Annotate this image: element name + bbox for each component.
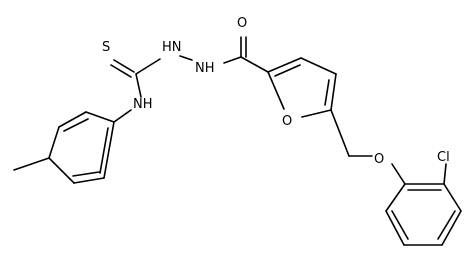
chlorophenyl-ring-bonds bbox=[385, 163, 462, 246]
hydrazide-nh-label: NH bbox=[195, 61, 215, 76]
thioamide-nh-label: HN bbox=[162, 40, 182, 55]
tolyl-ring-bonds bbox=[13, 111, 115, 184]
furan-oxygen-label: O bbox=[282, 114, 292, 129]
aryl-nh-label: NH bbox=[133, 97, 153, 112]
carbonyl-oxygen-label: O bbox=[237, 16, 247, 31]
chlorine-label: Cl bbox=[437, 150, 450, 165]
ether-oxygen-label: O bbox=[374, 152, 384, 167]
thiourea-bonds bbox=[110, 36, 269, 123]
atom-labels: S HN NH NH O O O Cl bbox=[102, 16, 450, 167]
sulfur-label: S bbox=[102, 40, 110, 55]
furan-ring-bonds bbox=[267, 57, 373, 157]
